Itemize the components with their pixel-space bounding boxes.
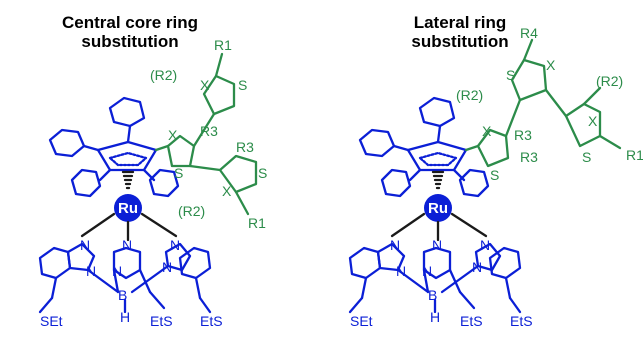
left-n-4: N <box>112 263 122 279</box>
right-r3-mid: R3 <box>514 127 532 143</box>
left-r2-top: (R2) <box>150 67 177 83</box>
right-s-3: S <box>582 149 591 165</box>
left-n-1: N <box>80 237 90 253</box>
left-ru-center: Ru <box>114 194 142 222</box>
right-ru-label: Ru <box>428 200 448 217</box>
left-ets-2: EtS <box>200 313 223 329</box>
left-s-3: S <box>258 165 267 181</box>
right-ets-1: EtS <box>460 313 483 329</box>
right-x-3: X <box>588 113 598 129</box>
left-s-2: S <box>238 77 247 93</box>
left-r3-mid: R3 <box>200 123 218 139</box>
left-ru-n-bonds <box>80 212 178 242</box>
right-n-4: N <box>422 263 432 279</box>
right-r2-right: (R2) <box>596 73 623 89</box>
right-r4: R4 <box>520 25 538 41</box>
left-s-1: S <box>174 165 183 181</box>
right-scaffold-labels: N N N N N N B H SEt EtS EtS <box>350 237 533 329</box>
left-boron: B <box>118 287 127 303</box>
left-structure: Ru <box>38 37 267 329</box>
title-central-core-line1: Central core ring <box>61 13 199 32</box>
right-hydrogen: H <box>430 309 440 325</box>
right-n-5: N <box>480 237 490 253</box>
left-x-3: X <box>222 183 232 199</box>
left-n-2: N <box>86 263 96 279</box>
left-n-5: N <box>170 237 180 253</box>
left-r2-bottom: (R2) <box>178 203 205 219</box>
right-substituents <box>464 38 622 168</box>
right-substituent-labels: X S S X R4 (R2) R3 R3 X S (R2) R1 <box>456 25 643 183</box>
right-n-2: N <box>396 263 406 279</box>
right-r2-left: (R2) <box>456 87 483 103</box>
right-n-1: N <box>390 237 400 253</box>
right-x-1: X <box>482 123 492 139</box>
right-r1: R1 <box>626 147 643 163</box>
title-lateral-ring: Lateral ring substitution <box>385 13 535 51</box>
right-set-1: SEt <box>350 313 373 329</box>
right-cp-ru-bond <box>431 170 445 190</box>
right-n-6: N <box>472 259 482 275</box>
right-phenyl-groups <box>358 96 490 198</box>
left-hydrogen: H <box>120 309 130 325</box>
left-n-3: N <box>122 237 132 253</box>
right-r3-low: R3 <box>520 149 538 165</box>
left-cp-ru-bond <box>121 170 135 190</box>
title-central-core: Central core ring substitution <box>40 13 220 51</box>
right-ru-center: Ru <box>424 194 452 222</box>
title-lateral-ring-line1: Lateral ring <box>413 13 507 32</box>
right-cp-ring <box>406 140 468 172</box>
left-ru-label: Ru <box>118 200 138 217</box>
left-n-6: N <box>162 259 172 275</box>
right-boron: B <box>428 287 437 303</box>
right-ets-2: EtS <box>510 313 533 329</box>
left-ets-1: EtS <box>150 313 173 329</box>
left-scaffold-labels: N N N N N N B H SEt EtS EtS <box>40 237 223 329</box>
title-central-core-line2: substitution <box>81 32 179 51</box>
right-x-2: X <box>546 57 556 73</box>
left-substituents <box>154 52 258 216</box>
left-scaffold <box>38 242 212 314</box>
right-ru-n-bonds <box>390 212 488 242</box>
title-lateral-ring-line2: substitution <box>411 32 509 51</box>
right-structure: Ru <box>348 25 643 329</box>
left-x-1: X <box>168 127 178 143</box>
left-r1-top: R1 <box>214 37 232 53</box>
right-scaffold <box>348 242 522 314</box>
left-substituent-labels: X S X S R1 (R2) R3 R3 S X (R2) R1 <box>150 37 267 231</box>
left-r3-right: R3 <box>236 139 254 155</box>
right-s-2: S <box>506 67 515 83</box>
right-s-1: S <box>490 167 499 183</box>
left-phenyl-groups <box>48 96 180 198</box>
left-r1-bottom: R1 <box>248 215 266 231</box>
left-cp-ring <box>96 140 158 172</box>
right-n-3: N <box>432 237 442 253</box>
left-x-2: X <box>200 77 210 93</box>
left-set-1: SEt <box>40 313 63 329</box>
